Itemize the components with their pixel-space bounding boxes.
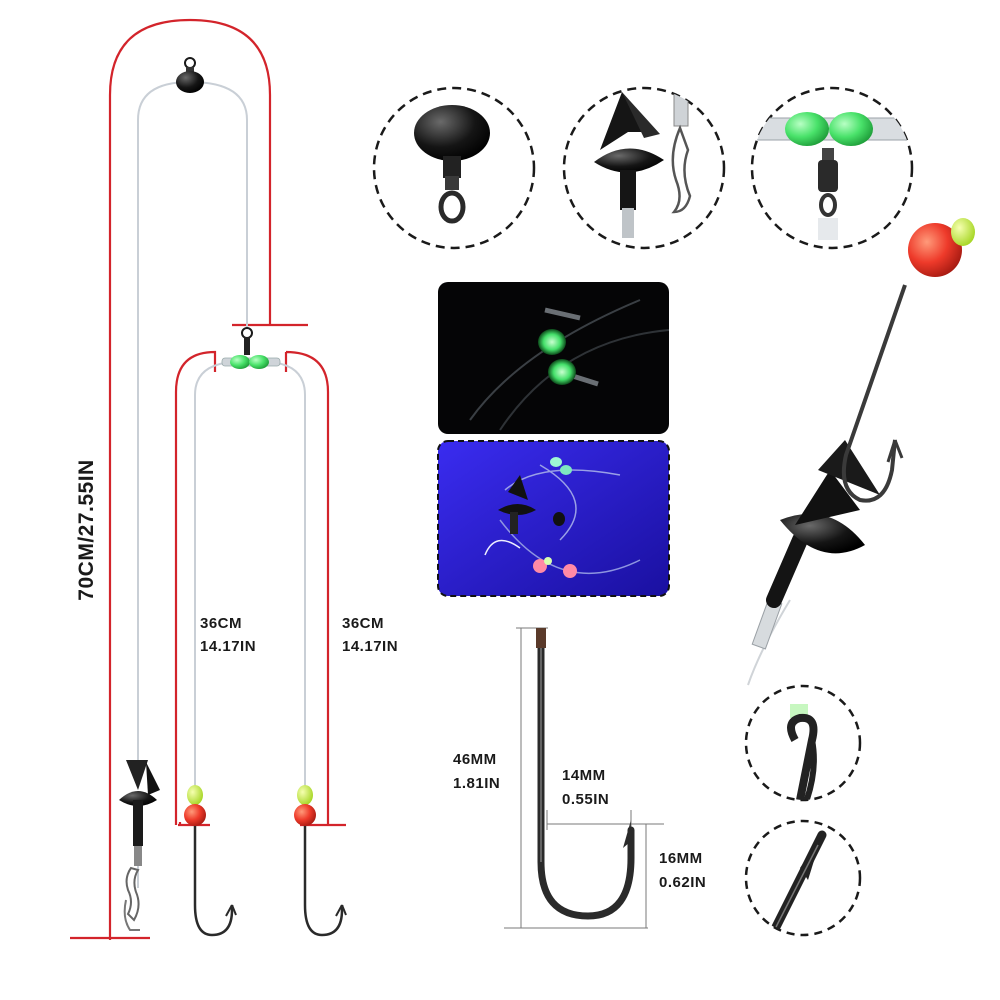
hook-bend-mm-label: 16MM	[659, 850, 703, 867]
left-branch-in-label: 14.17IN	[200, 638, 256, 655]
right-branch-cm-label: 36CM	[342, 615, 384, 632]
glow-uv-panel	[437, 440, 670, 597]
hook-eye-icon	[787, 704, 818, 800]
hook-shank	[537, 628, 635, 920]
right-branch-in-label: 14.17IN	[342, 638, 398, 655]
left-branch-cm-label: 36CM	[200, 615, 242, 632]
detail-hook-eye	[744, 684, 862, 802]
impact-shield-icon	[594, 88, 692, 238]
hook-gap-mm-label: 14MM	[562, 767, 606, 784]
right-branch-hook	[294, 785, 347, 937]
top-swivel-sinker	[176, 57, 204, 93]
hook-bend-in-label: 0.62IN	[659, 874, 706, 891]
middle-bead-swivel	[221, 327, 281, 369]
hook-length-mm-label: 46MM	[453, 751, 497, 768]
hook-gap-in-label: 0.55IN	[562, 791, 609, 808]
hook-barb	[623, 820, 631, 848]
detail-sinker-swivel	[372, 86, 536, 250]
detail-impact-shield	[562, 86, 726, 250]
fishing-lines	[137, 80, 306, 888]
main-length-label: 70CM/27.55IN	[75, 459, 98, 600]
hook-point-icon	[767, 830, 827, 935]
hook-length-in-label: 1.81IN	[453, 775, 500, 792]
measure-lines	[70, 18, 346, 940]
sinker-swivel-icon	[414, 105, 490, 224]
glow-dark-panel	[438, 282, 669, 434]
glow-bead-swivel-icon	[752, 112, 912, 240]
rig-photo	[747, 218, 975, 686]
impact-shield-clip	[119, 760, 160, 931]
hook-size-diagram: 46MM 1.81IN 14MM 0.55IN 16MM 0.62IN	[453, 627, 706, 929]
left-branch-hook	[184, 785, 237, 937]
rig-diagram: 70CM/27.55IN 36CM 14.17IN 36CM 14.17IN	[70, 18, 398, 940]
detail-hook-point	[744, 819, 862, 937]
detail-glow-bead-swivel	[750, 86, 914, 250]
